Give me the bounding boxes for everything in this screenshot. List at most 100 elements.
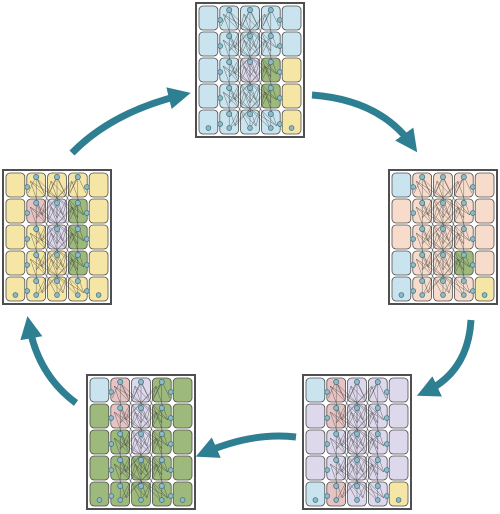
circle-node-icon	[268, 125, 274, 131]
network-nodes	[96, 379, 186, 503]
circle-node-icon	[419, 174, 426, 180]
grid-cell	[474, 250, 495, 276]
circle-node-icon	[460, 278, 467, 284]
circle-node-icon	[440, 292, 446, 298]
circle-node-icon	[95, 292, 102, 298]
circle-node-icon	[375, 497, 381, 503]
curved-arrow-icon	[416, 319, 475, 397]
circle-node-icon	[267, 59, 274, 65]
grid-cell	[89, 377, 110, 403]
circle-node-icon	[74, 252, 81, 258]
circle-node-icon	[117, 379, 124, 385]
circle-node-icon	[108, 389, 114, 395]
grid-cell	[172, 429, 193, 455]
circle-node-icon	[460, 252, 467, 258]
circle-node-icon	[12, 292, 19, 298]
circle-node-icon	[74, 226, 81, 232]
grid-cell	[305, 481, 326, 507]
network-nodes	[12, 174, 102, 298]
circle-node-icon	[470, 210, 476, 216]
circle-node-icon	[470, 288, 476, 294]
circle-node-icon	[168, 467, 174, 473]
grid-cell	[281, 5, 302, 31]
grid-cell	[5, 198, 26, 224]
circle-node-icon	[410, 288, 416, 294]
circle-node-icon	[54, 174, 60, 180]
network-edges	[327, 380, 387, 502]
circle-node-icon	[33, 292, 39, 298]
circle-node-icon	[324, 467, 330, 473]
grid-cell	[172, 377, 193, 403]
circle-node-icon	[354, 483, 360, 489]
circle-node-icon	[84, 184, 90, 190]
circle-node-icon	[267, 7, 274, 13]
circle-node-icon	[470, 236, 476, 242]
circle-node-icon	[247, 85, 253, 91]
grid-cell	[391, 172, 412, 198]
circle-node-icon	[138, 431, 144, 437]
arrows-layer	[20, 87, 475, 458]
circle-node-icon	[108, 467, 114, 473]
grid-cell	[198, 109, 219, 135]
circle-node-icon	[24, 288, 30, 294]
circle-node-icon	[419, 278, 426, 284]
grid-panel-right	[388, 169, 498, 305]
circle-node-icon	[108, 415, 114, 421]
circle-node-icon	[333, 483, 340, 489]
circle-node-icon	[217, 69, 223, 75]
grid-cell	[281, 83, 302, 109]
network-nodes	[205, 7, 295, 131]
circle-node-icon	[277, 121, 283, 127]
circle-node-icon	[410, 210, 416, 216]
circle-node-icon	[33, 174, 40, 180]
circle-node-icon	[324, 441, 330, 447]
circle-node-icon	[410, 262, 416, 268]
circle-node-icon	[117, 483, 124, 489]
circle-node-icon	[374, 431, 381, 437]
circle-node-icon	[384, 389, 390, 395]
circle-node-icon	[54, 278, 60, 284]
circle-node-icon	[84, 288, 90, 294]
grid-cell	[172, 481, 193, 507]
grid-cell	[198, 5, 219, 31]
grid-cell	[281, 57, 302, 83]
circle-node-icon	[108, 441, 114, 447]
circle-node-icon	[460, 174, 467, 180]
circle-node-icon	[419, 226, 426, 232]
circle-node-icon	[374, 483, 381, 489]
circle-node-icon	[54, 292, 60, 298]
circle-node-icon	[440, 252, 446, 258]
circle-node-icon	[226, 111, 233, 117]
grid-cell	[5, 276, 26, 302]
circle-node-icon	[138, 483, 144, 489]
circle-node-icon	[74, 174, 81, 180]
grid-cell	[388, 481, 409, 507]
circle-node-icon	[117, 405, 124, 411]
circle-node-icon	[277, 95, 283, 101]
circle-node-icon	[168, 493, 174, 499]
circle-node-icon	[24, 236, 30, 242]
circle-node-icon	[24, 262, 30, 268]
grid-cell	[391, 250, 412, 276]
grid-cell	[474, 224, 495, 250]
circle-node-icon	[247, 125, 253, 131]
grid-cell	[172, 455, 193, 481]
grid-cell	[5, 224, 26, 250]
circle-node-icon	[138, 405, 144, 411]
grid-cell	[88, 250, 109, 276]
circle-node-icon	[470, 184, 476, 190]
circle-node-icon	[247, 59, 253, 65]
grid-cell	[172, 403, 193, 429]
circle-node-icon	[158, 431, 165, 437]
grid-cell	[89, 403, 110, 429]
circle-node-icon	[354, 431, 360, 437]
circle-node-icon	[410, 184, 416, 190]
grid-cell	[305, 377, 326, 403]
circle-node-icon	[247, 33, 253, 39]
circle-node-icon	[419, 252, 426, 258]
circle-node-icon	[205, 125, 212, 131]
grid-cell	[89, 481, 110, 507]
circle-node-icon	[33, 252, 40, 258]
circle-node-icon	[217, 95, 223, 101]
